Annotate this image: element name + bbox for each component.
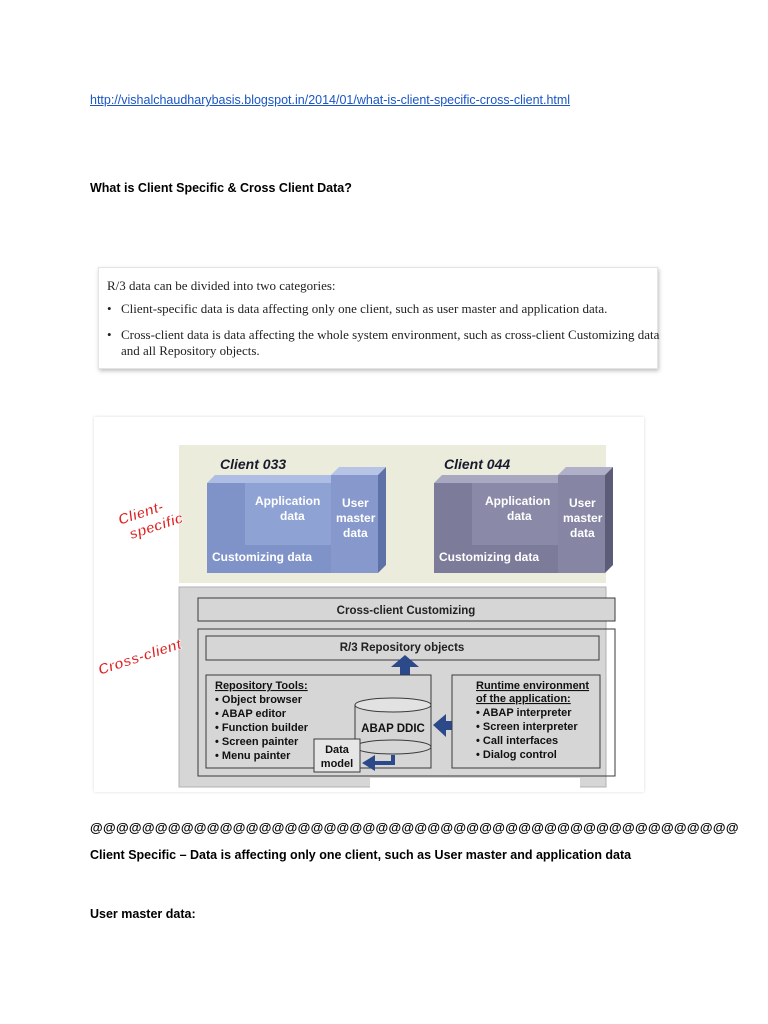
data-model-label-2: model (321, 758, 353, 770)
application-data-label: Application (255, 494, 320, 508)
repository-objects-box (205, 635, 600, 661)
repository-frame (197, 628, 616, 777)
tool-item: • Menu painter (215, 750, 291, 762)
cross-client-customizing-label: Cross-client Customizing (337, 605, 476, 617)
application-data-label-2: data (507, 509, 532, 523)
abap-ddic-cylinder: ABAP DDIC (354, 697, 432, 755)
client-title: Client 033 (220, 456, 286, 472)
abap-ddic-label: ABAP DDIC (361, 723, 425, 735)
user-master-label-1: User (569, 496, 596, 510)
runtime-item: • Dialog control (476, 749, 557, 761)
tool-item: • Screen painter (215, 736, 299, 748)
runtime-title-2: of the application: (476, 693, 571, 705)
bullet-dot: • (107, 301, 112, 316)
cross-client-label: Cross-client (96, 636, 185, 679)
runtime-item: • Call interfaces (476, 735, 558, 747)
categories-box: R/3 data can be divided into two categor… (98, 267, 661, 369)
user-master-heading: User master data: (90, 907, 196, 921)
data-model-label-1: Data (325, 744, 350, 756)
user-master-label-3: data (343, 526, 368, 540)
repository-objects-label: R/3 Repository objects (340, 642, 465, 654)
user-master-label-2: master (336, 511, 376, 525)
client-specific-definition: Client Specific – Data is affecting only… (90, 848, 632, 862)
page-heading: What is Client Specific & Cross Client D… (90, 181, 352, 195)
client-033-block: Client 033 Application data User master … (207, 456, 386, 573)
runtime-title-1: Runtime environment (476, 680, 589, 692)
application-data-label-2: data (280, 509, 305, 523)
client-title: Client 044 (444, 456, 510, 472)
application-data-label: Application (485, 494, 550, 508)
cross-client-customizing-box (197, 597, 616, 622)
diagram-svg: Client- specific Cross-client Client 033… (96, 445, 616, 792)
repository-tools-title: Repository Tools: (215, 680, 308, 692)
tool-item: • ABAP editor (215, 708, 287, 720)
customizing-data-label: Customizing data (212, 550, 312, 564)
ddic-to-model-arrow (374, 755, 395, 765)
source-link[interactable]: http://vishalchaudharybasis.blogspot.in/… (90, 93, 571, 107)
client-specific-side-label: Client- specific (116, 498, 187, 544)
client-architecture-diagram: Client- specific Cross-client Client 033… (94, 417, 644, 792)
tool-item: • Object browser (215, 694, 303, 706)
bullet-dot: • (107, 327, 112, 342)
categories-intro: R/3 data can be divided into two categor… (107, 278, 336, 293)
customizing-data-label: Customizing data (439, 550, 539, 564)
separator-line: @@@@@@@@@@@@@@@@@@@@@@@@@@@@@@@@@@@@@@@@… (90, 820, 739, 835)
runtime-environment-box (451, 674, 601, 769)
runtime-item: • Screen interpreter (476, 721, 578, 733)
tool-item: • Function builder (215, 722, 309, 734)
bullet-text: Client-specific data is data affecting o… (121, 301, 608, 316)
user-master-label-3: data (570, 526, 595, 540)
cross-client-side-label: Cross-client (96, 635, 185, 679)
data-model-box (313, 738, 361, 773)
bullet-cross-client: • Cross-client data is data affecting th… (107, 327, 661, 359)
user-master-label-2: master (563, 511, 603, 525)
client-044-block: Client 044 Application data User master … (434, 456, 613, 573)
runtime-item: • ABAP interpreter (476, 707, 572, 719)
bullet-text: Cross-client data is data affecting the … (121, 327, 660, 358)
bullet-client-specific: • Client-specific data is data affecting… (107, 301, 661, 317)
user-master-label-1: User (342, 496, 369, 510)
